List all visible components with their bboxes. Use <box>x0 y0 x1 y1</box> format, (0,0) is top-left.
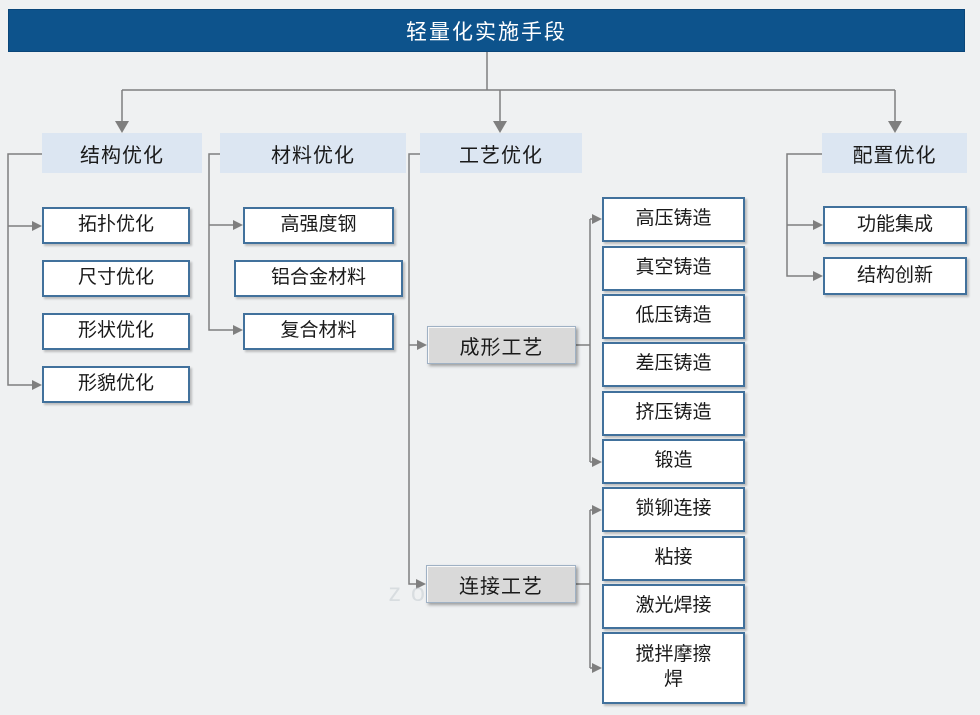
leaf-node-size-opt: 尺寸优化 <box>42 260 190 297</box>
leaf-node-morphology-opt: 形貌优化 <box>42 366 190 403</box>
leaf-node-vacuum-casting: 真空铸造 <box>602 246 745 291</box>
connector-config-bracket <box>786 153 823 281</box>
connector-process-bracket <box>408 153 427 589</box>
leaf-node-high-strength-steel: 高强度钢 <box>243 207 394 244</box>
connector-structure-bracket <box>7 153 42 390</box>
branch-node-structure: 结构优化 <box>42 133 202 173</box>
subgroup-node-forming-process: 成形工艺 <box>427 326 576 364</box>
leaf-node-function-integration: 功能集成 <box>823 206 967 244</box>
leaf-node-forging: 锻造 <box>602 439 745 484</box>
branch-node-process: 工艺优化 <box>420 133 582 173</box>
connector-root-to-branches <box>115 52 902 133</box>
connector-forming-bracket <box>576 214 602 467</box>
leaf-node-adhesive-bonding: 粘接 <box>602 536 745 581</box>
leaf-node-topology-opt: 拓扑优化 <box>42 207 190 244</box>
connector-joining-bracket <box>576 505 602 673</box>
leaf-node-low-pressure-casting: 低压铸造 <box>602 294 745 339</box>
leaf-node-laser-welding: 激光焊接 <box>602 584 745 629</box>
leaf-node-shape-opt: 形状优化 <box>42 313 190 350</box>
subgroup-node-joining-process: 连接工艺 <box>426 565 576 603</box>
leaf-node-self-pierce-riveting: 锁铆连接 <box>602 487 745 532</box>
root-node-title: 轻量化实施手段 <box>8 9 965 52</box>
leaf-node-friction-stir-welding: 搅拌摩擦 焊 <box>602 632 745 704</box>
branch-node-config: 配置优化 <box>822 133 967 173</box>
connector-material-bracket <box>208 153 243 335</box>
leaf-node-composite-material: 复合材料 <box>243 313 394 350</box>
leaf-node-structure-innovation: 结构创新 <box>823 257 967 295</box>
leaf-node-squeeze-casting: 挤压铸造 <box>602 391 745 436</box>
branch-node-material: 材料优化 <box>220 133 406 173</box>
leaf-node-high-pressure-casting: 高压铸造 <box>602 197 745 242</box>
leaf-node-differential-pressure-casting: 差压铸造 <box>602 342 745 387</box>
leaf-node-aluminum-alloy: 铝合金材料 <box>234 260 403 297</box>
